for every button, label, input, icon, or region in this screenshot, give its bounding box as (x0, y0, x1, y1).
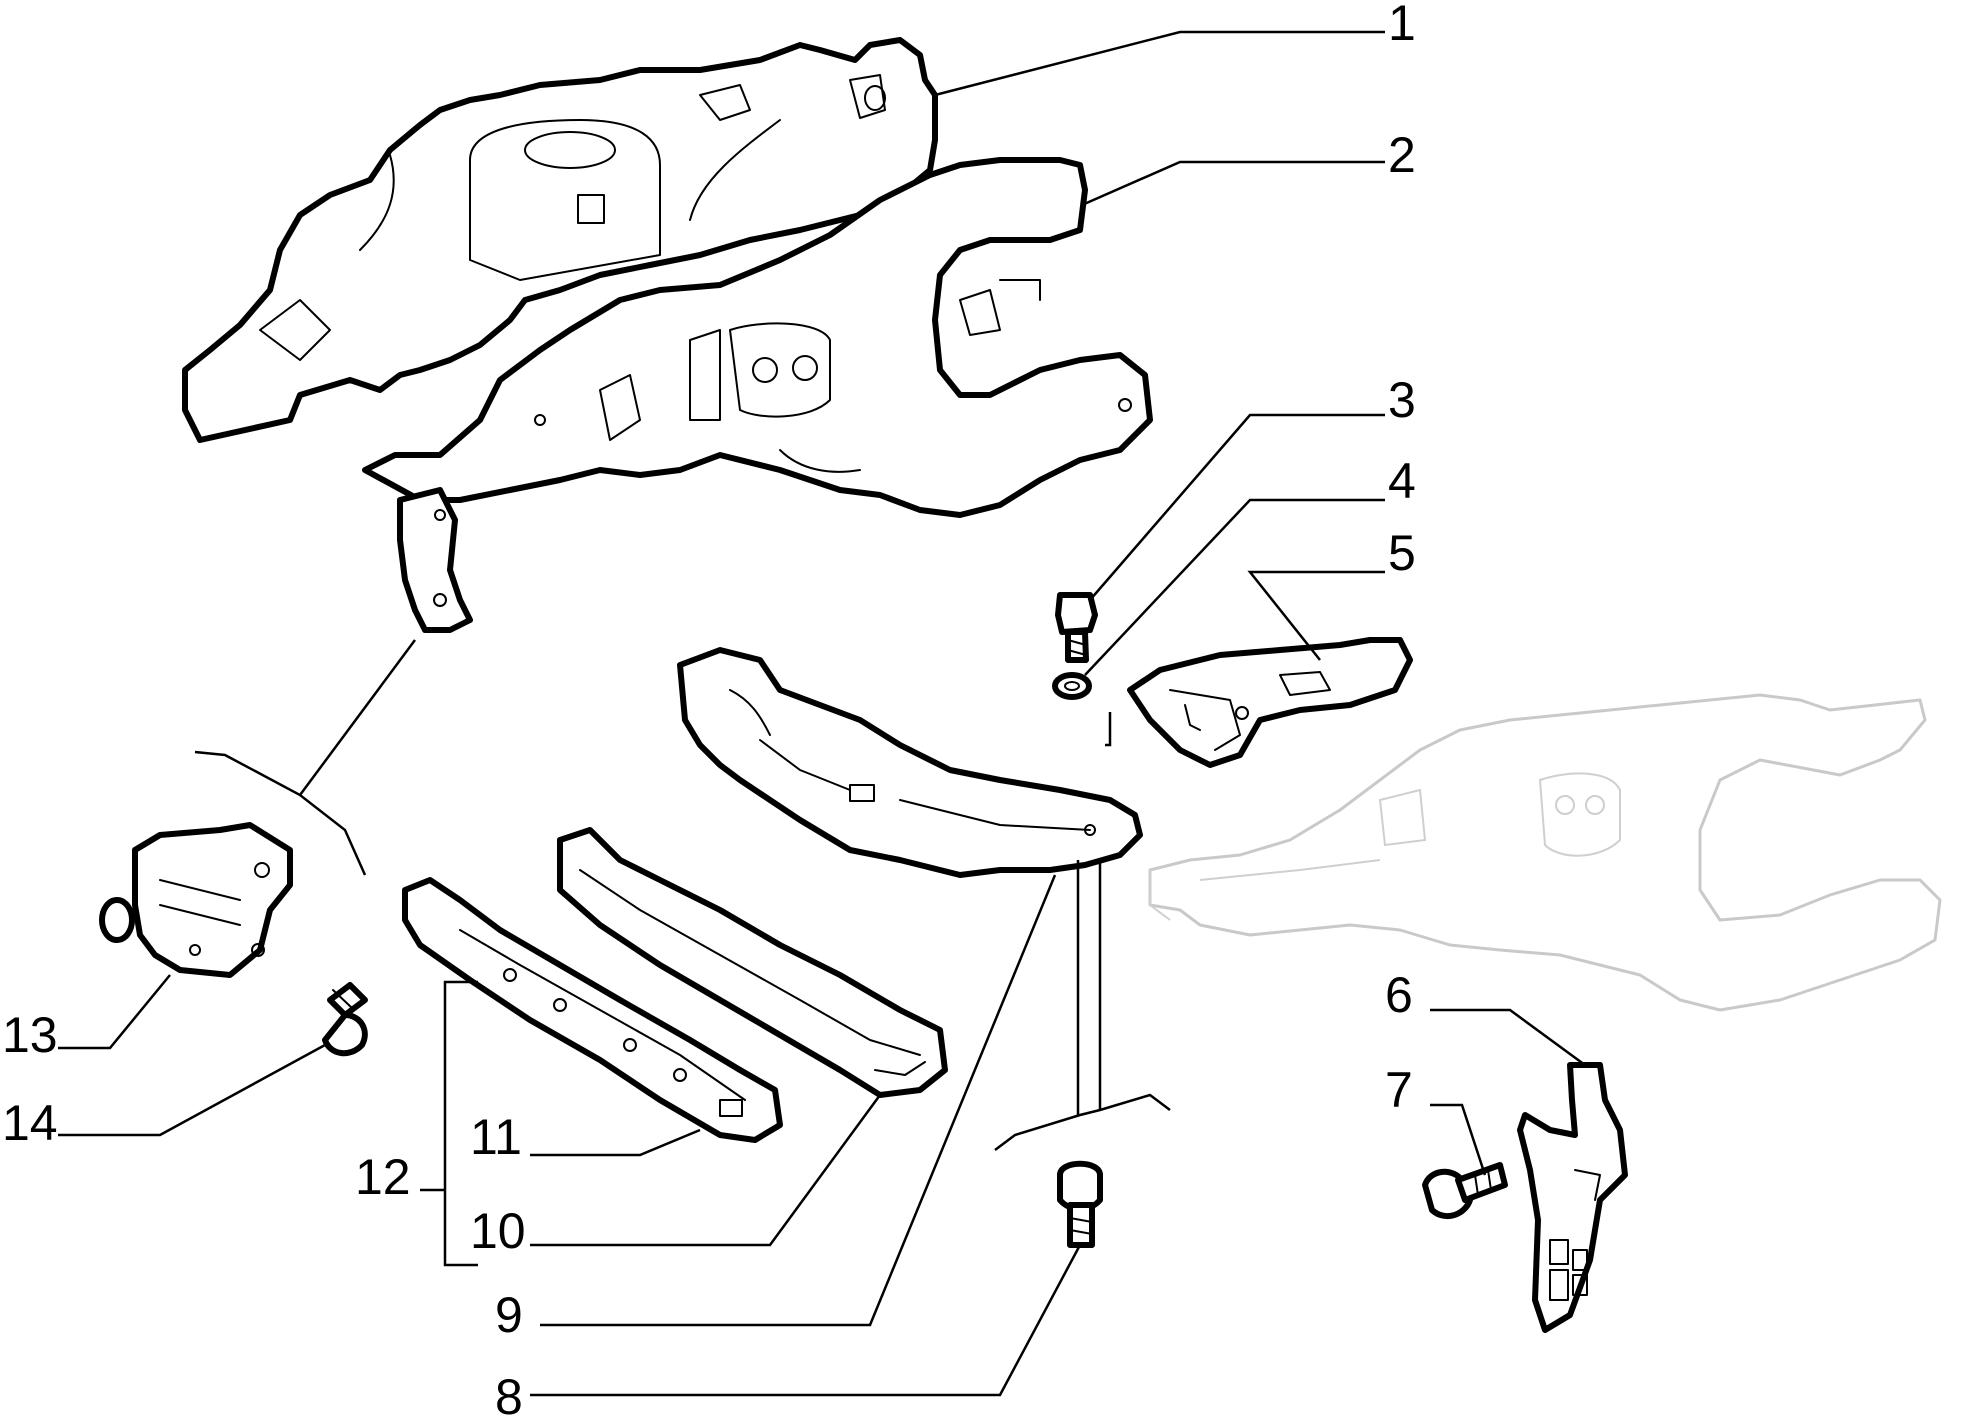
assembly-line-left-lower (194, 750, 367, 876)
part-8-bolt (1057, 1160, 1103, 1248)
callout-14: 14 (2, 1095, 58, 1151)
part-9-cross-member (677, 647, 1143, 878)
callout-13: 13 (2, 1007, 58, 1063)
leader-10 (530, 1094, 882, 1247)
callout-1: 1 (1388, 0, 1416, 51)
part-14-bolt (322, 982, 368, 1057)
callout-6: 6 (1385, 967, 1413, 1023)
leader-8 (530, 1244, 1082, 1397)
leader-13 (58, 974, 171, 1050)
callout-5: 5 (1388, 525, 1416, 581)
part-13-mount-bracket (99, 822, 293, 978)
part-5-mount-bracket (1127, 637, 1413, 768)
leader-2 (1081, 160, 1385, 207)
leader-4 (1084, 498, 1385, 676)
assembly-line-mount (1105, 712, 1112, 747)
part-11-perforated-beam (402, 877, 783, 1143)
leader-14 (58, 1043, 326, 1137)
assembly-line-left-upper (298, 639, 417, 796)
callout-8: 8 (495, 1369, 523, 1424)
callout-3: 3 (1388, 372, 1416, 428)
part-4-washer (1052, 672, 1092, 700)
callout-11: 11 (470, 1109, 522, 1165)
callout-labels: 1 2 3 4 5 6 7 8 9 10 11 12 13 14 (2, 0, 1416, 1424)
callout-12: 12 (355, 1149, 411, 1205)
assembly-line-bolt8-base (994, 1093, 1171, 1151)
leader-7 (1430, 1103, 1487, 1176)
leader-5 (1247, 570, 1385, 661)
leader-lines (58, 30, 1586, 1397)
leader-9 (540, 874, 1057, 1327)
part-2-side-member (362, 157, 1153, 518)
callout-10: 10 (470, 1203, 526, 1259)
part-3-bolt (1055, 592, 1098, 663)
callout-4: 4 (1388, 453, 1416, 509)
part-10-beam (557, 827, 948, 1098)
part-1-wheelhouse-panel (182, 37, 938, 443)
callout-2: 2 (1388, 127, 1416, 183)
leader-11 (530, 1128, 701, 1157)
leader-6 (1430, 1008, 1586, 1067)
group-bracket-12 (443, 980, 478, 1267)
part-6-vertical-bracket (1517, 1062, 1628, 1333)
part-2-front-leg (397, 487, 473, 633)
part-7-flange-bolt (1422, 1162, 1508, 1220)
callout-7: 7 (1385, 1062, 1413, 1118)
ghost-reference-assembly (1148, 693, 1942, 1012)
callout-9: 9 (495, 1287, 523, 1343)
leader-3 (1089, 413, 1385, 601)
leader-1 (934, 30, 1385, 97)
